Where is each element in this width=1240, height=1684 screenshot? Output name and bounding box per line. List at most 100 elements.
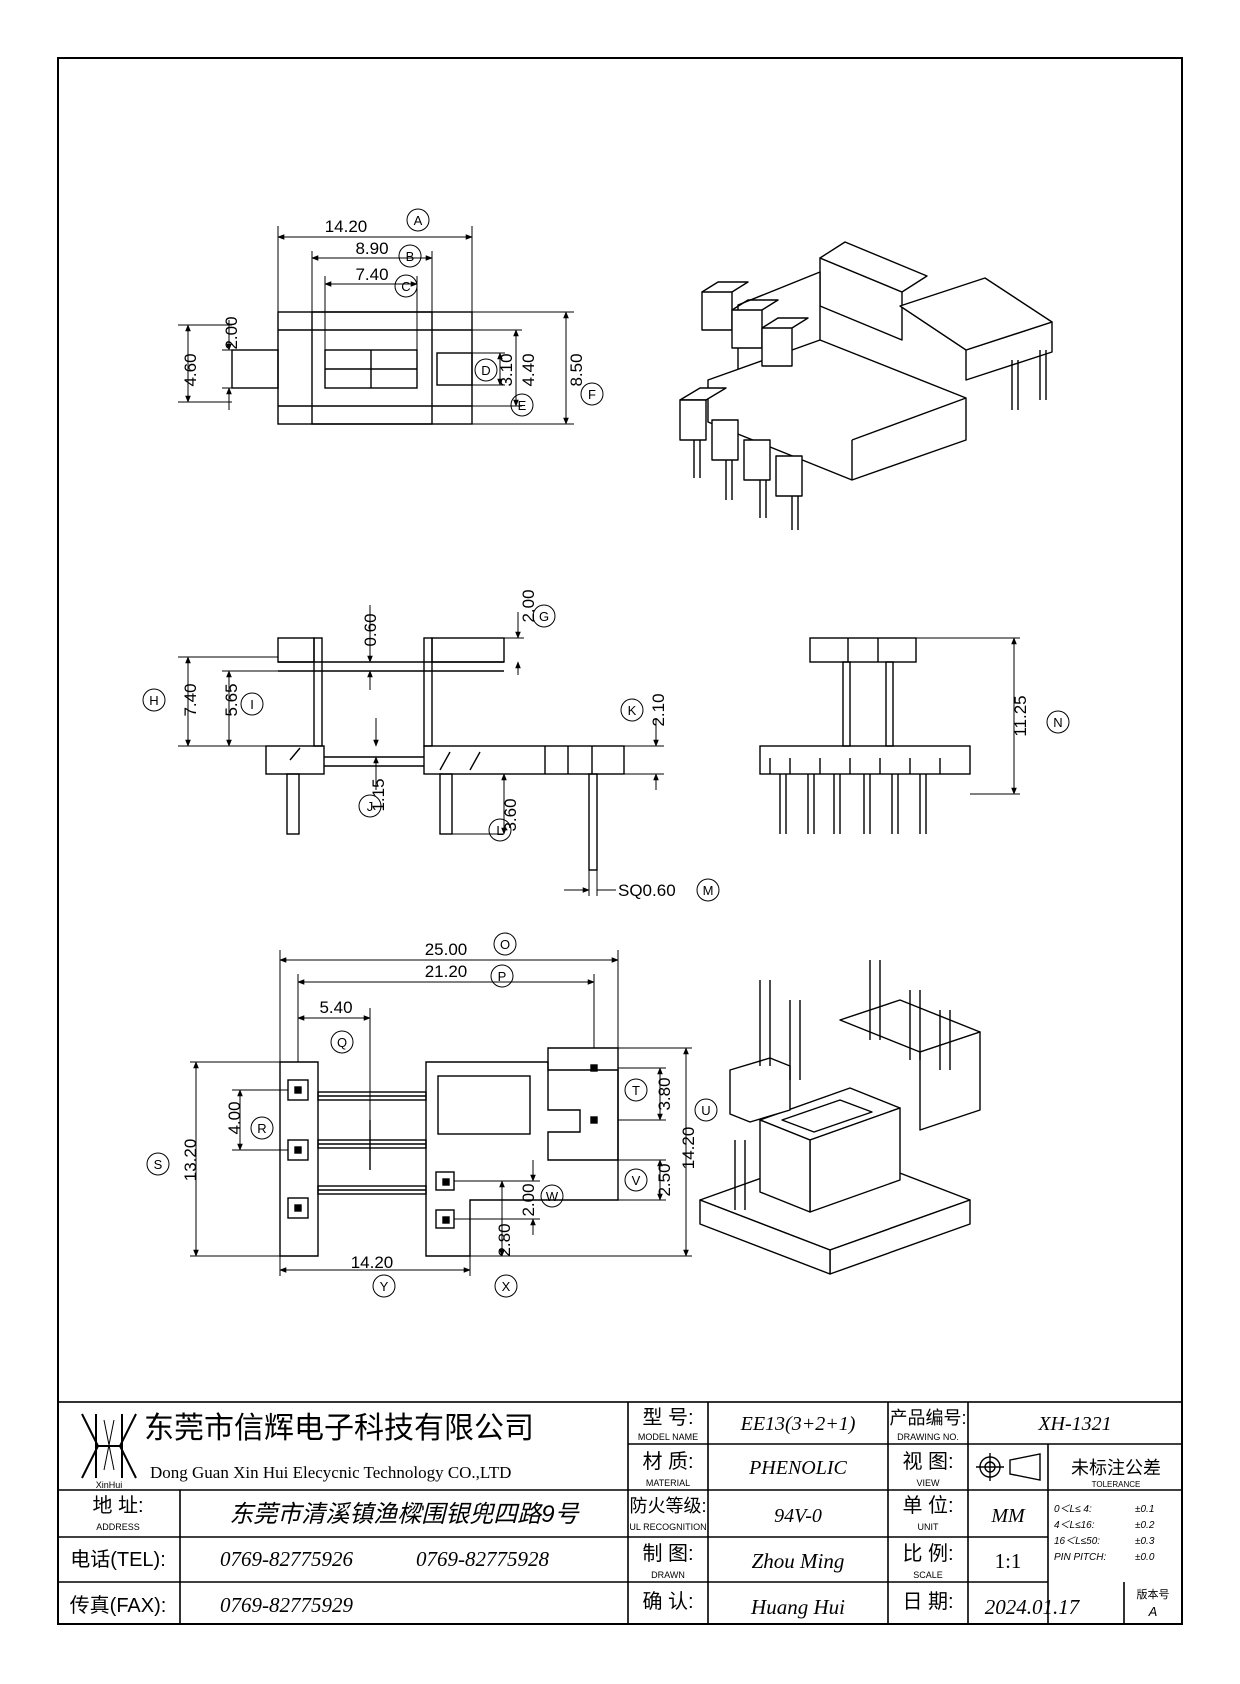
unit-value: MM [990, 1505, 1026, 1527]
svg-text:N: N [1053, 715, 1062, 730]
drawn-label-en: DRAWN [651, 1570, 685, 1580]
model-label-en: MODEL NAME [638, 1432, 698, 1442]
dim-K-value: 2.10 [649, 693, 668, 726]
ul-value: 94V-0 [774, 1505, 822, 1527]
model-value: EE13(3+2+1) [740, 1413, 856, 1435]
svg-text:O: O [500, 937, 510, 952]
drawing-no-label-en: DRAWING NO. [897, 1432, 959, 1442]
drawing-no-label: 产品编号: [889, 1408, 966, 1428]
bubble-F: F [580, 382, 604, 406]
dim-X-value: 2.80 [495, 1223, 514, 1256]
tolerance-range-4: PIN PITCH: [1054, 1552, 1106, 1563]
top-view [178, 226, 574, 425]
unit-label: 单 位: [902, 1494, 953, 1517]
svg-text:V: V [632, 1173, 641, 1188]
company-name-en: Dong Guan Xin Hui Elecycnic Technology C… [150, 1463, 511, 1482]
svg-text:X: X [502, 1279, 511, 1294]
dim-Q-value: 5.40 [319, 998, 352, 1017]
tolerance-value-3: ±0.3 [1135, 1536, 1155, 1547]
bubble-Q: Q [330, 1030, 354, 1054]
company-logo [81, 1413, 137, 1479]
dim-N-value: 11.25 [1011, 695, 1030, 736]
tolerance-range-3: 16＜L≤50: [1054, 1536, 1100, 1547]
bubble-G: G [532, 604, 556, 628]
dim-I-value: 5.65 [222, 683, 241, 716]
tel-label: 电话(TEL): [70, 1548, 166, 1571]
date-value: 2024.01.17 [985, 1595, 1081, 1619]
material-value: PHENOLIC [748, 1457, 847, 1479]
dim-J-value: 1.15 [369, 778, 388, 811]
tolerance-value-1: ±0.1 [1135, 1504, 1154, 1515]
material-label-en: MATERIAL [646, 1478, 690, 1488]
title-block-text: XinHui 东莞市信辉电子科技有限公司 Dong Guan Xin Hui E… [70, 1406, 1170, 1619]
svg-text:A: A [414, 213, 423, 228]
tel-value-2: 0769-82775928 [416, 1547, 549, 1571]
view-label-en: VIEW [916, 1478, 940, 1488]
model-label: 型 号: [642, 1406, 693, 1429]
svg-text:S: S [154, 1157, 163, 1172]
confirm-label: 确 认: [642, 1590, 693, 1613]
svg-text:T: T [632, 1083, 640, 1098]
dim-060-value: 0.60 [361, 613, 380, 646]
end-view [759, 637, 1020, 834]
svg-text:Q: Q [337, 1035, 347, 1050]
bubble-C: C [394, 274, 418, 298]
date-label: 日 期: [902, 1591, 953, 1613]
dim-F-value: 8.50 [567, 353, 586, 386]
sheet-border [57, 57, 1183, 1625]
isometric-view-top [679, 241, 1053, 530]
dim-T-value: 3.80 [655, 1077, 674, 1110]
bubble-L: L [488, 818, 512, 842]
dim-Y-value: 14.20 [351, 1253, 394, 1272]
bubble-I: I [240, 692, 264, 716]
svg-text:J: J [367, 799, 374, 814]
bubble-O: O [493, 932, 517, 956]
tolerance-range-1: 0＜L≤ 4: [1054, 1504, 1092, 1515]
address-label: 地 址: [92, 1494, 143, 1517]
dim-R-value: 4.00 [225, 1101, 244, 1134]
bubble-R: R [250, 1116, 274, 1140]
revision-label: 版本号 [1137, 1587, 1170, 1601]
bubble-B: B [398, 244, 422, 268]
svg-text:Y: Y [380, 1279, 389, 1294]
fax-label: 传真(FAX): [70, 1594, 167, 1617]
bubble-D: D [474, 358, 498, 382]
bubble-M: M [696, 878, 720, 902]
bubble-N: N [1046, 710, 1070, 734]
tolerance-value-4: ±0.0 [1135, 1552, 1155, 1563]
dim-V-value: 2.50 [655, 1163, 674, 1196]
svg-text:K: K [628, 703, 637, 718]
dim-P-value: 21.20 [425, 962, 468, 981]
bubble-A: A [406, 208, 430, 232]
svg-text:C: C [401, 279, 410, 294]
dim-C-value: 7.40 [355, 265, 388, 284]
revision-value: A [1148, 1604, 1158, 1619]
bubble-T: T [624, 1078, 648, 1102]
dim-B-value: 8.90 [355, 239, 388, 258]
tolerance-title: 未标注公差 [1071, 1458, 1161, 1478]
drawn-label: 制 图: [642, 1542, 693, 1565]
svg-text:R: R [257, 1121, 266, 1136]
tolerance-value-2: ±0.2 [1135, 1520, 1155, 1531]
isometric-view-bottom [699, 960, 981, 1275]
dim-A-value: 14.20 [325, 217, 368, 236]
scale-label-en: SCALE [913, 1570, 943, 1580]
tel-value-1: 0769-82775926 [220, 1547, 353, 1571]
tolerance-range-2: 4＜L≤16: [1054, 1520, 1095, 1531]
svg-text:W: W [546, 1189, 559, 1204]
ul-label-en: UL RECOGNITION [629, 1522, 706, 1532]
dim-S-value: 13.20 [181, 1139, 200, 1182]
drawn-value: Zhou Ming [752, 1549, 845, 1573]
bubble-H: H [142, 688, 166, 712]
dim-U-value: 14.20 [679, 1127, 698, 1170]
svg-text:I: I [250, 697, 254, 712]
address-label-en: ADDRESS [96, 1522, 140, 1532]
bubble-S: S [146, 1152, 170, 1176]
scale-label: 比 例: [902, 1542, 953, 1565]
fax-value: 0769-82775929 [220, 1593, 353, 1617]
bubble-E: E [510, 393, 534, 417]
address-value: 东莞市清溪镇渔樑围银兜四路9号 [229, 1501, 580, 1528]
bubble-J: J [358, 794, 382, 818]
bubble-W: W [540, 1184, 564, 1208]
